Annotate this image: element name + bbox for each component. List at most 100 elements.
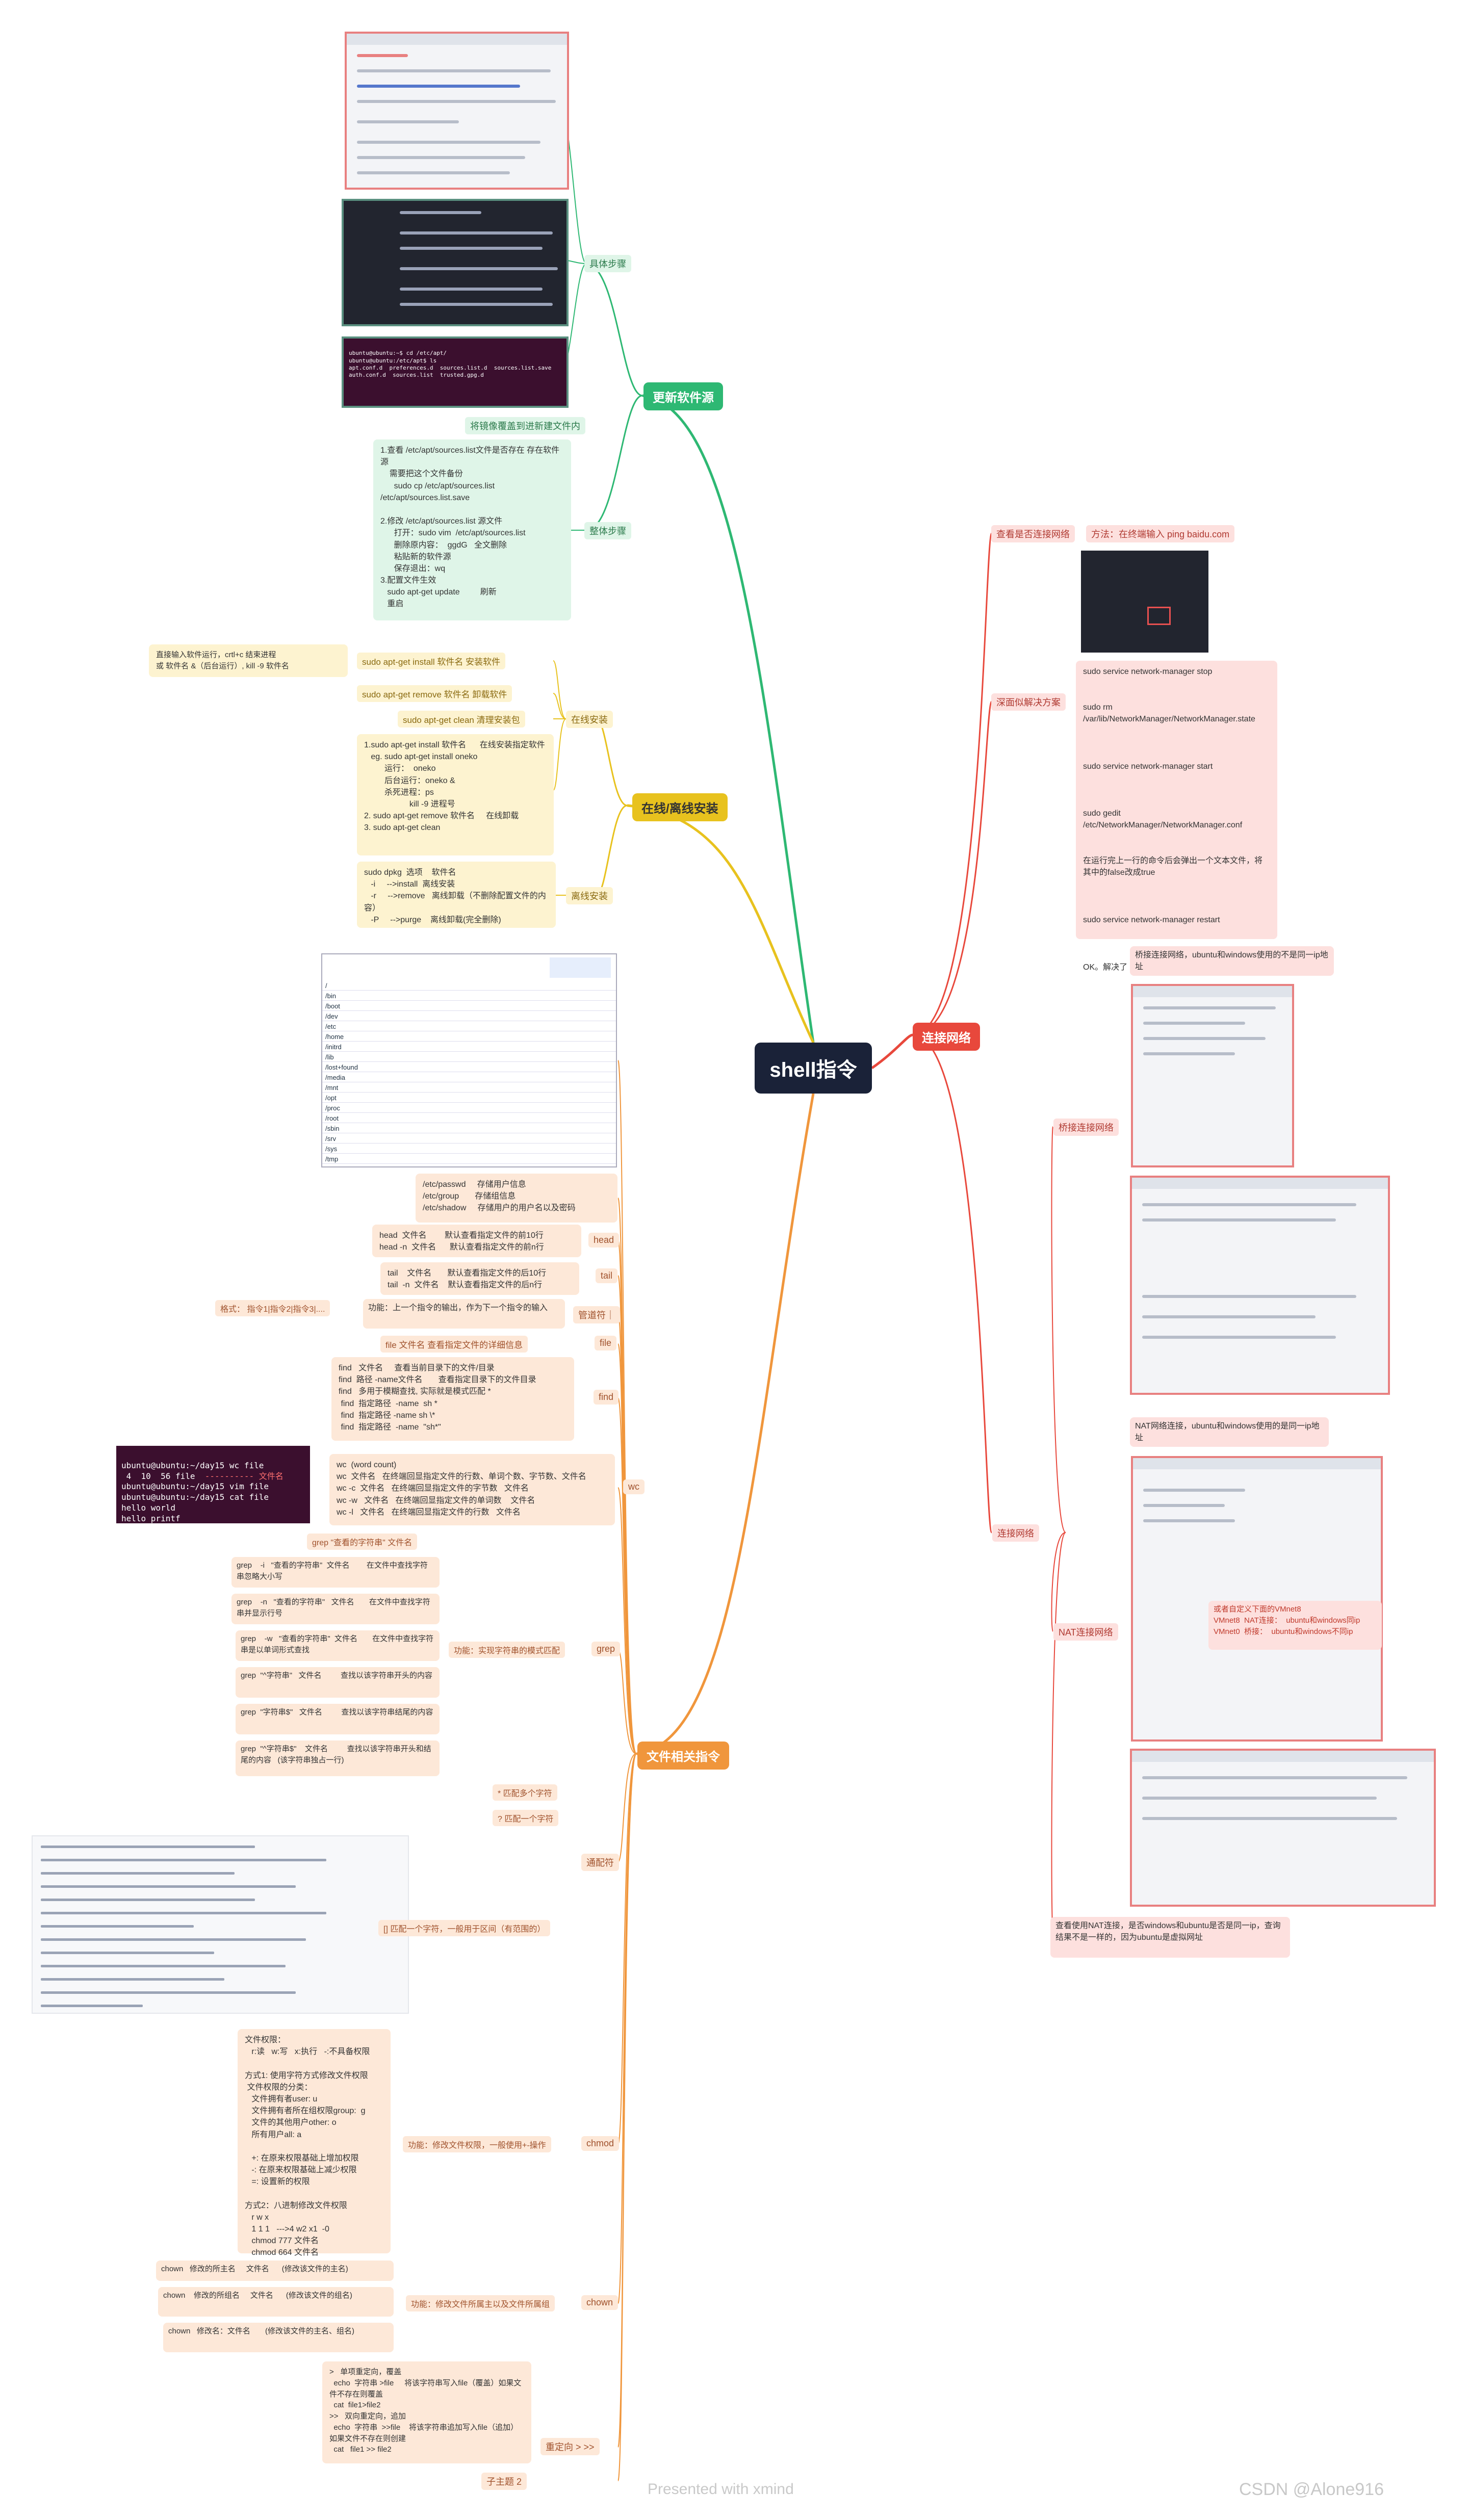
wc-annotation: ---------- 文件名	[204, 1471, 284, 1481]
chown-item[interactable]: chown 修改的所主名 文件名 (修改该文件的主名)	[156, 2261, 394, 2281]
table-row: /bin	[322, 990, 616, 1001]
wildcard-question[interactable]: ? 匹配一个字符	[493, 1810, 559, 1826]
pipe-format[interactable]: 格式： 指令1|指令2|指令3|....	[215, 1300, 330, 1316]
table-row-dir: /media	[325, 1074, 346, 1081]
apt-install-item[interactable]: sudo apt-get install 软件名 安装软件	[357, 653, 506, 669]
redirect-text[interactable]: > 单项重定向，覆盖 echo 字符串 >file 将该字符串写入file（覆盖…	[322, 2361, 531, 2463]
bridge-screenshot-2	[1130, 1176, 1390, 1395]
chown-function[interactable]: 功能：修改文件所属主以及文件所属组	[406, 2295, 555, 2311]
passwd-note[interactable]: /etc/passwd 存储用户信息 /etc/group 存储组信息 /etc…	[416, 1174, 617, 1223]
check-network-label[interactable]: 查看是否连接网络	[991, 525, 1075, 542]
file-text[interactable]: file 文件名 查看指定文件的详细信息	[380, 1336, 528, 1353]
chmod-text[interactable]: 文件权限： r:读 w:写 x:执行 -:不具备权限 方式1: 使用字符方式修改…	[238, 2029, 391, 2257]
apt-remove-item[interactable]: sudo apt-get remove 软件名 卸载软件	[357, 685, 512, 702]
table-row-dir: /srv	[325, 1135, 336, 1142]
bridge-note[interactable]: 桥接连接网络，ubuntu和windows使用的不是同一ip地址	[1130, 946, 1334, 976]
table-row: /proc	[322, 1102, 616, 1113]
grep-item[interactable]: grep "查看的字符串" 文件名	[307, 1534, 418, 1550]
table-row: /media	[322, 1072, 616, 1082]
term-line: ubuntu@ubuntu:/etc/apt$ ls	[349, 357, 437, 364]
branch-file-cmds[interactable]: 文件相关指令	[637, 1742, 729, 1770]
wc-terminal: ubuntu@ubuntu:~/day15 wc file 4 10 56 fi…	[116, 1446, 310, 1544]
grep-item[interactable]: grep -w "查看的字符串" 文件名 在文件中查找字符串是以单词形式查找	[236, 1630, 440, 1661]
table-row-dir: /lib	[325, 1053, 334, 1061]
offline-install-label[interactable]: 离线安装	[566, 887, 613, 904]
pipe-function[interactable]: 功能：上一个指令的输出，作为下一个指令的输入	[363, 1299, 565, 1329]
fail-fix-label[interactable]: 深面似解决方案	[991, 693, 1066, 711]
table-row: /root	[322, 1112, 616, 1123]
grep-label[interactable]: grep	[591, 1642, 621, 1656]
mirror-site-screenshot	[342, 199, 569, 326]
find-text[interactable]: find 文件名 查看当前目录下的文件/目录 find 路径 -name文件名 …	[331, 1357, 574, 1441]
table-row: /dev	[322, 1010, 616, 1021]
wc-text[interactable]: wc (word count) wc 文件名 在终端回显指定文件的行数、单词个数…	[329, 1454, 615, 1525]
head-label[interactable]: head	[588, 1233, 620, 1248]
table-row: /boot	[322, 1000, 616, 1011]
head-text[interactable]: head 文件名 默认查看指定文件的前10行 head -n 文件名 默认查看指…	[372, 1225, 581, 1257]
oneko-example[interactable]: 1.sudo apt-get install 软件名 在线安装指定软件 eg. …	[357, 734, 554, 855]
table-row: /mnt	[322, 1082, 616, 1093]
ip-note[interactable]: 查看使用NAT连接，是否windows和ubuntu是否是同一ip，查询结果不是…	[1050, 1917, 1290, 1958]
branch-install[interactable]: 在线/离线安装	[632, 793, 728, 821]
apt-clean-item[interactable]: sudo apt-get clean 清理安装包	[398, 711, 525, 728]
tail-text[interactable]: tail 文件名 默认查看指定文件的后10行 tail -n 文件名 默认查看指…	[380, 1262, 579, 1295]
wildcard-label[interactable]: 通配符	[581, 1854, 619, 1871]
overwrite-note[interactable]: 将镜像覆盖到进新建文件内	[465, 417, 585, 434]
table-row: /srv	[322, 1133, 616, 1144]
online-install-label[interactable]: 在线安装	[566, 711, 613, 728]
dpkg-offline[interactable]: sudo dpkg 选项 软件名 -i -->install 离线安装 -r -…	[357, 862, 556, 928]
root-topic[interactable]: shell指令	[755, 1043, 872, 1094]
table-row: /sys	[322, 1143, 616, 1154]
table-row: /opt	[322, 1092, 616, 1103]
ip-compare-screenshot	[1130, 1749, 1436, 1907]
bridge-label[interactable]: 桥接连接网络	[1053, 1119, 1119, 1136]
connect-network-label[interactable]: 连接网络	[992, 1524, 1039, 1542]
grep-function[interactable]: 功能：实现字符串的模式匹配	[449, 1642, 565, 1658]
table-row-dir: /etc	[325, 1023, 336, 1030]
wc-label[interactable]: wc	[623, 1479, 645, 1494]
table-row: /etc	[322, 1021, 616, 1031]
nat-note[interactable]: NAT网络连接，ubuntu和windows使用的是同一ip地址	[1130, 1417, 1329, 1447]
fail-fix-text[interactable]: sudo service network-manager stop sudo r…	[1076, 661, 1277, 972]
wc-term-line: 4 10 56 file	[121, 1471, 195, 1481]
ctrl-c-note[interactable]: 直接输入软件运行，crtl+c 结束进程 或 软件名 &（后台运行）, kill…	[149, 644, 348, 677]
grep-item[interactable]: grep "字符串$" 文件名 查找以该字符串结尾的内容	[236, 1704, 440, 1734]
find-label[interactable]: find	[594, 1390, 619, 1405]
wc-term-line: hgjfhgj fhgkjh hjkgjh	[121, 1524, 240, 1534]
subtopic-label[interactable]: 子主题 2	[481, 2473, 527, 2490]
table-row: /lib	[322, 1051, 616, 1062]
grep-item[interactable]: grep -i "查看的字符串" 文件名 在文件中查找字符串忽略大小写	[231, 1557, 440, 1588]
redirect-label[interactable]: 重定向 > >>	[540, 2438, 600, 2455]
table-row-dir: /bin	[325, 992, 336, 1000]
chown-item[interactable]: chown 修改的所组名 文件名 (修改该文件的组名)	[158, 2287, 394, 2317]
branch-update-source[interactable]: 更新软件源	[643, 382, 723, 410]
wc-term-line: hello printf	[121, 1513, 181, 1523]
chmod-function[interactable]: 功能：修改文件权限，一般使用+-操作	[403, 2136, 551, 2152]
overall-steps-label[interactable]: 整体步骤	[584, 522, 631, 539]
grep-item[interactable]: grep "^字符串" 文件名 查找以该字符串开头的内容	[236, 1667, 440, 1698]
table-row-dir: /home	[325, 1033, 344, 1041]
term-line: apt.conf.d preferences.d sources.list.d …	[349, 364, 552, 371]
terminal-screenshot-apt: ubuntu@ubuntu:~$ cd /etc/apt/ ubuntu@ubu…	[342, 336, 569, 408]
table-row: /sbin	[322, 1123, 616, 1133]
chmod-label[interactable]: chmod	[581, 2136, 620, 2151]
directory-table-image: //bin/boot/dev/etc/home/initrd/lib/lost+…	[321, 953, 617, 1167]
table-row-dir: /boot	[325, 1002, 340, 1010]
wildcard-bracket[interactable]: [] 匹配一个字符，一般用于区间（有范围的）	[378, 1920, 551, 1936]
wc-term-line: ubuntu@ubuntu:~/day15 cat file	[121, 1492, 269, 1502]
wc-term-line: fgkljh	[121, 1535, 151, 1545]
chown-label[interactable]: chown	[581, 2295, 618, 2310]
tail-label[interactable]: tail	[596, 1268, 618, 1283]
file-label[interactable]: file	[595, 1336, 617, 1350]
nat-label[interactable]: NAT连接网络	[1053, 1623, 1118, 1641]
branch-network[interactable]: 连接网络	[913, 1023, 980, 1051]
pipe-label[interactable]: 管道符｜	[573, 1306, 620, 1323]
specific-steps-label[interactable]: 具体步骤	[584, 255, 631, 272]
wildcard-star[interactable]: * 匹配多个字符	[493, 1784, 557, 1801]
ping-method[interactable]: 方法：在终端输入 ping baidu.com	[1086, 525, 1235, 542]
grep-item[interactable]: grep -n "查看的字符串" 文件名 在文件中查找字符串并显示行号	[231, 1594, 440, 1624]
grep-item[interactable]: grep "^字符串$" 文件名 查找以该字符串开头和结尾的内容 (该字符串独占…	[236, 1740, 440, 1776]
nat-annotation[interactable]: 或者自定义下面的VMnet8 VMnet8 NAT连接： ubuntu和wind…	[1208, 1601, 1382, 1650]
overall-steps-text[interactable]: 1.查看 /etc/apt/sources.list文件是否存在 存在软件源 需…	[373, 439, 571, 620]
chown-item[interactable]: chown 修改名：文件名 (修改该文件的主名、组名)	[163, 2323, 394, 2352]
